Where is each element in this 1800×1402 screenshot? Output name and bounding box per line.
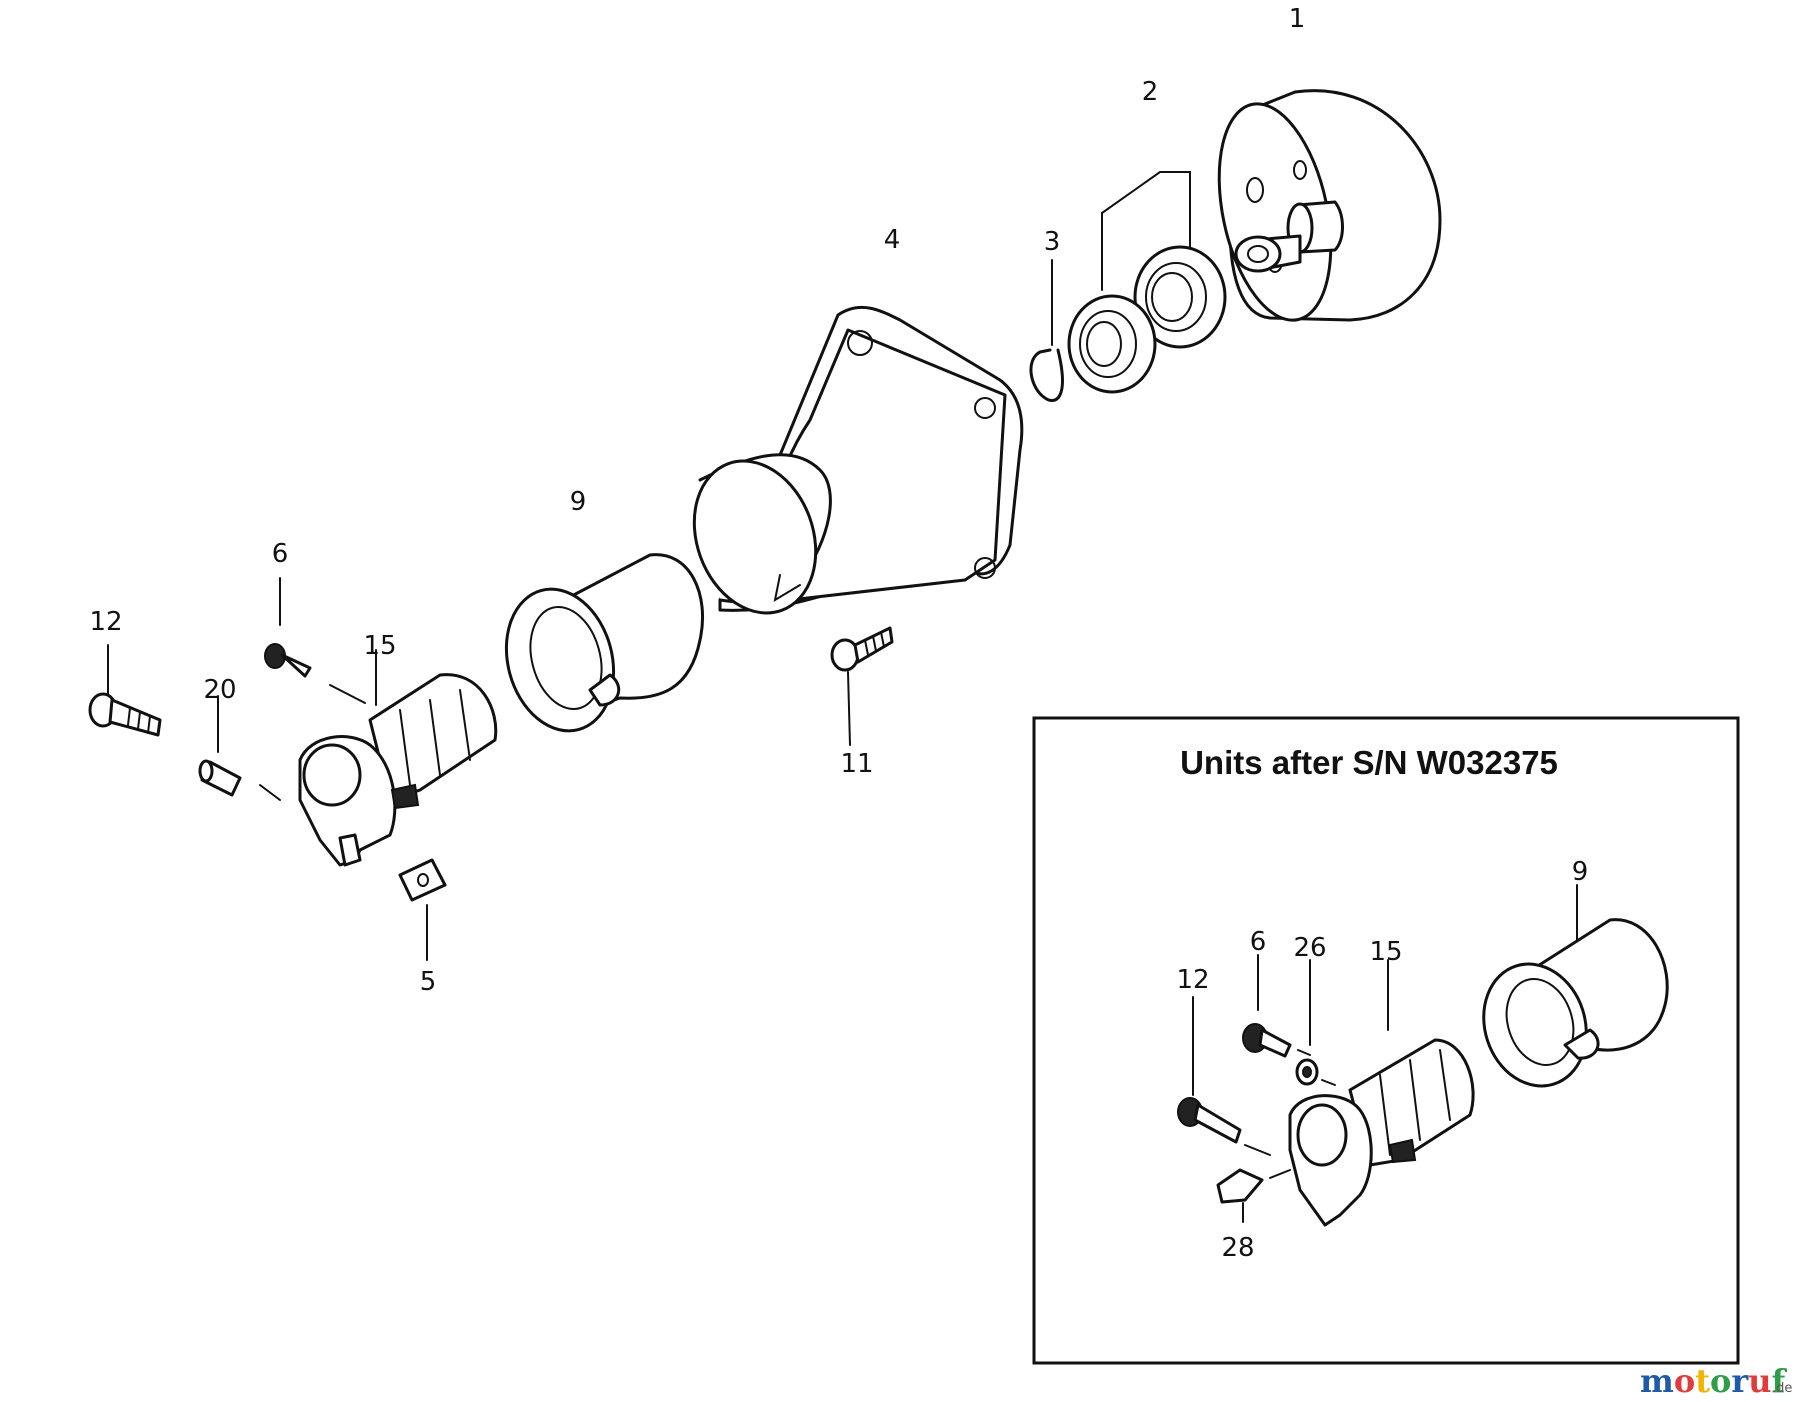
callout-4: 4	[884, 225, 901, 255]
callout-9: 9	[570, 487, 587, 517]
screw-part-6-icon	[264, 577, 366, 704]
callout-12: 12	[89, 607, 122, 637]
bearing-part-2-icon	[1067, 171, 1227, 394]
screw-part-11-icon	[830, 626, 894, 746]
inset-key-part-28-icon	[1216, 1168, 1264, 1223]
callout-3: 3	[1044, 227, 1061, 257]
housing-part-4-icon	[692, 305, 1024, 615]
watermark-tld: .de	[1772, 1381, 1792, 1396]
callout-5: 5	[420, 967, 437, 997]
callout-6: 6	[272, 539, 289, 569]
inset-callout-28: 28	[1221, 1233, 1254, 1263]
watermark-letter: r	[1731, 1362, 1749, 1400]
inset-sleeve-part-9-icon	[1482, 884, 1669, 1088]
bolt-part-12-icon	[88, 644, 162, 737]
svg-text:motoruf: motoruf	[1640, 1362, 1787, 1400]
nut-part-5-icon	[398, 858, 447, 961]
callout-15: 15	[363, 631, 396, 661]
inset-callout-26: 26	[1293, 933, 1326, 963]
inset-bolt-part-12-icon	[1177, 996, 1242, 1144]
circlip-part-3-icon	[1029, 259, 1064, 403]
callout-20: 20	[203, 675, 236, 705]
inset-callout-12: 12	[1176, 965, 1209, 995]
watermark-letter: u	[1748, 1362, 1771, 1400]
inset-washer-part-26-icon	[1295, 959, 1336, 1086]
inset-callout-6: 6	[1250, 927, 1267, 957]
inset-frame	[1032, 716, 1740, 1365]
drum-part-1-icon	[1217, 89, 1442, 322]
callout-11: 11	[840, 749, 873, 779]
inset-title: Units after S/N W032375	[1180, 744, 1558, 781]
watermark-letter: o	[1674, 1362, 1695, 1400]
watermark-logo: motoruf .de	[1640, 1362, 1792, 1400]
callout-1: 1	[1289, 4, 1306, 34]
inset-clamp-part-15-icon	[1244, 959, 1475, 1227]
watermark-letter: t	[1695, 1362, 1710, 1400]
pin-part-20-icon	[198, 695, 281, 801]
watermark-letter: m	[1640, 1362, 1674, 1400]
inset-callout-15: 15	[1369, 937, 1402, 967]
watermark-letter: f	[1771, 1362, 1787, 1400]
clamp-part-15-icon	[298, 649, 498, 867]
watermark-letter: o	[1710, 1362, 1731, 1400]
inset-screw-part-6-icon	[1242, 954, 1311, 1058]
inset-callout-9: 9	[1572, 857, 1589, 887]
callout-2: 2	[1142, 77, 1159, 107]
sleeve-part-9-icon	[504, 553, 705, 733]
